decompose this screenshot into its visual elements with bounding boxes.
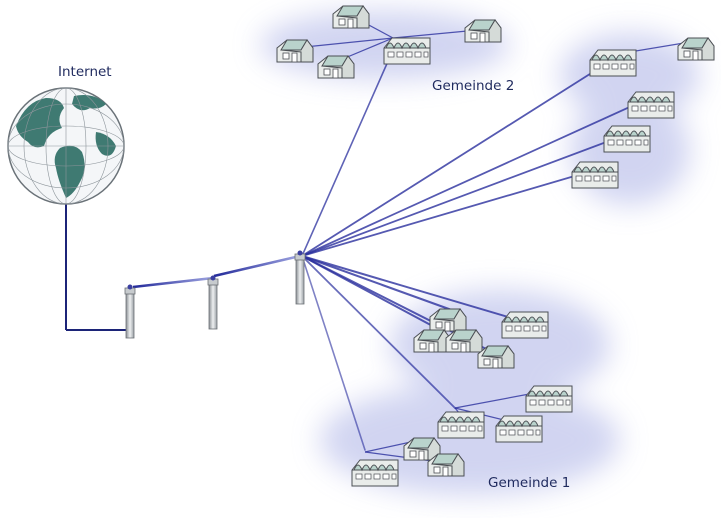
warehouse-icon <box>495 415 543 443</box>
warehouse-icon <box>589 49 637 77</box>
backbone-links <box>65 180 301 331</box>
warehouse-icon <box>627 91 675 119</box>
warehouse-icon <box>603 125 651 153</box>
house-icon <box>276 39 314 63</box>
warehouse-icon <box>501 311 549 339</box>
globe-icon <box>7 87 125 205</box>
warehouse-icon <box>571 161 619 189</box>
antenna-tower-icon <box>294 250 306 305</box>
house-icon <box>413 329 451 353</box>
community-2-label: Gemeinde 2 <box>432 78 514 94</box>
antenna-tower-icon <box>124 284 136 339</box>
house-icon <box>677 37 715 61</box>
house-icon <box>427 453 465 477</box>
warehouse-icon <box>351 459 399 487</box>
community-1-label: Gemeinde 1 <box>488 475 570 491</box>
warehouse-icon <box>437 411 485 439</box>
house-icon <box>477 345 515 369</box>
house-icon <box>445 329 483 353</box>
house-icon <box>317 55 355 79</box>
radial-links <box>301 49 646 451</box>
house-icon <box>464 19 502 43</box>
warehouse-icon <box>383 37 431 65</box>
antenna-tower-icon <box>207 275 219 330</box>
warehouse-icon <box>525 385 573 413</box>
house-icon <box>332 5 370 29</box>
internet-label: Internet <box>58 64 112 80</box>
house-icon <box>429 308 467 332</box>
